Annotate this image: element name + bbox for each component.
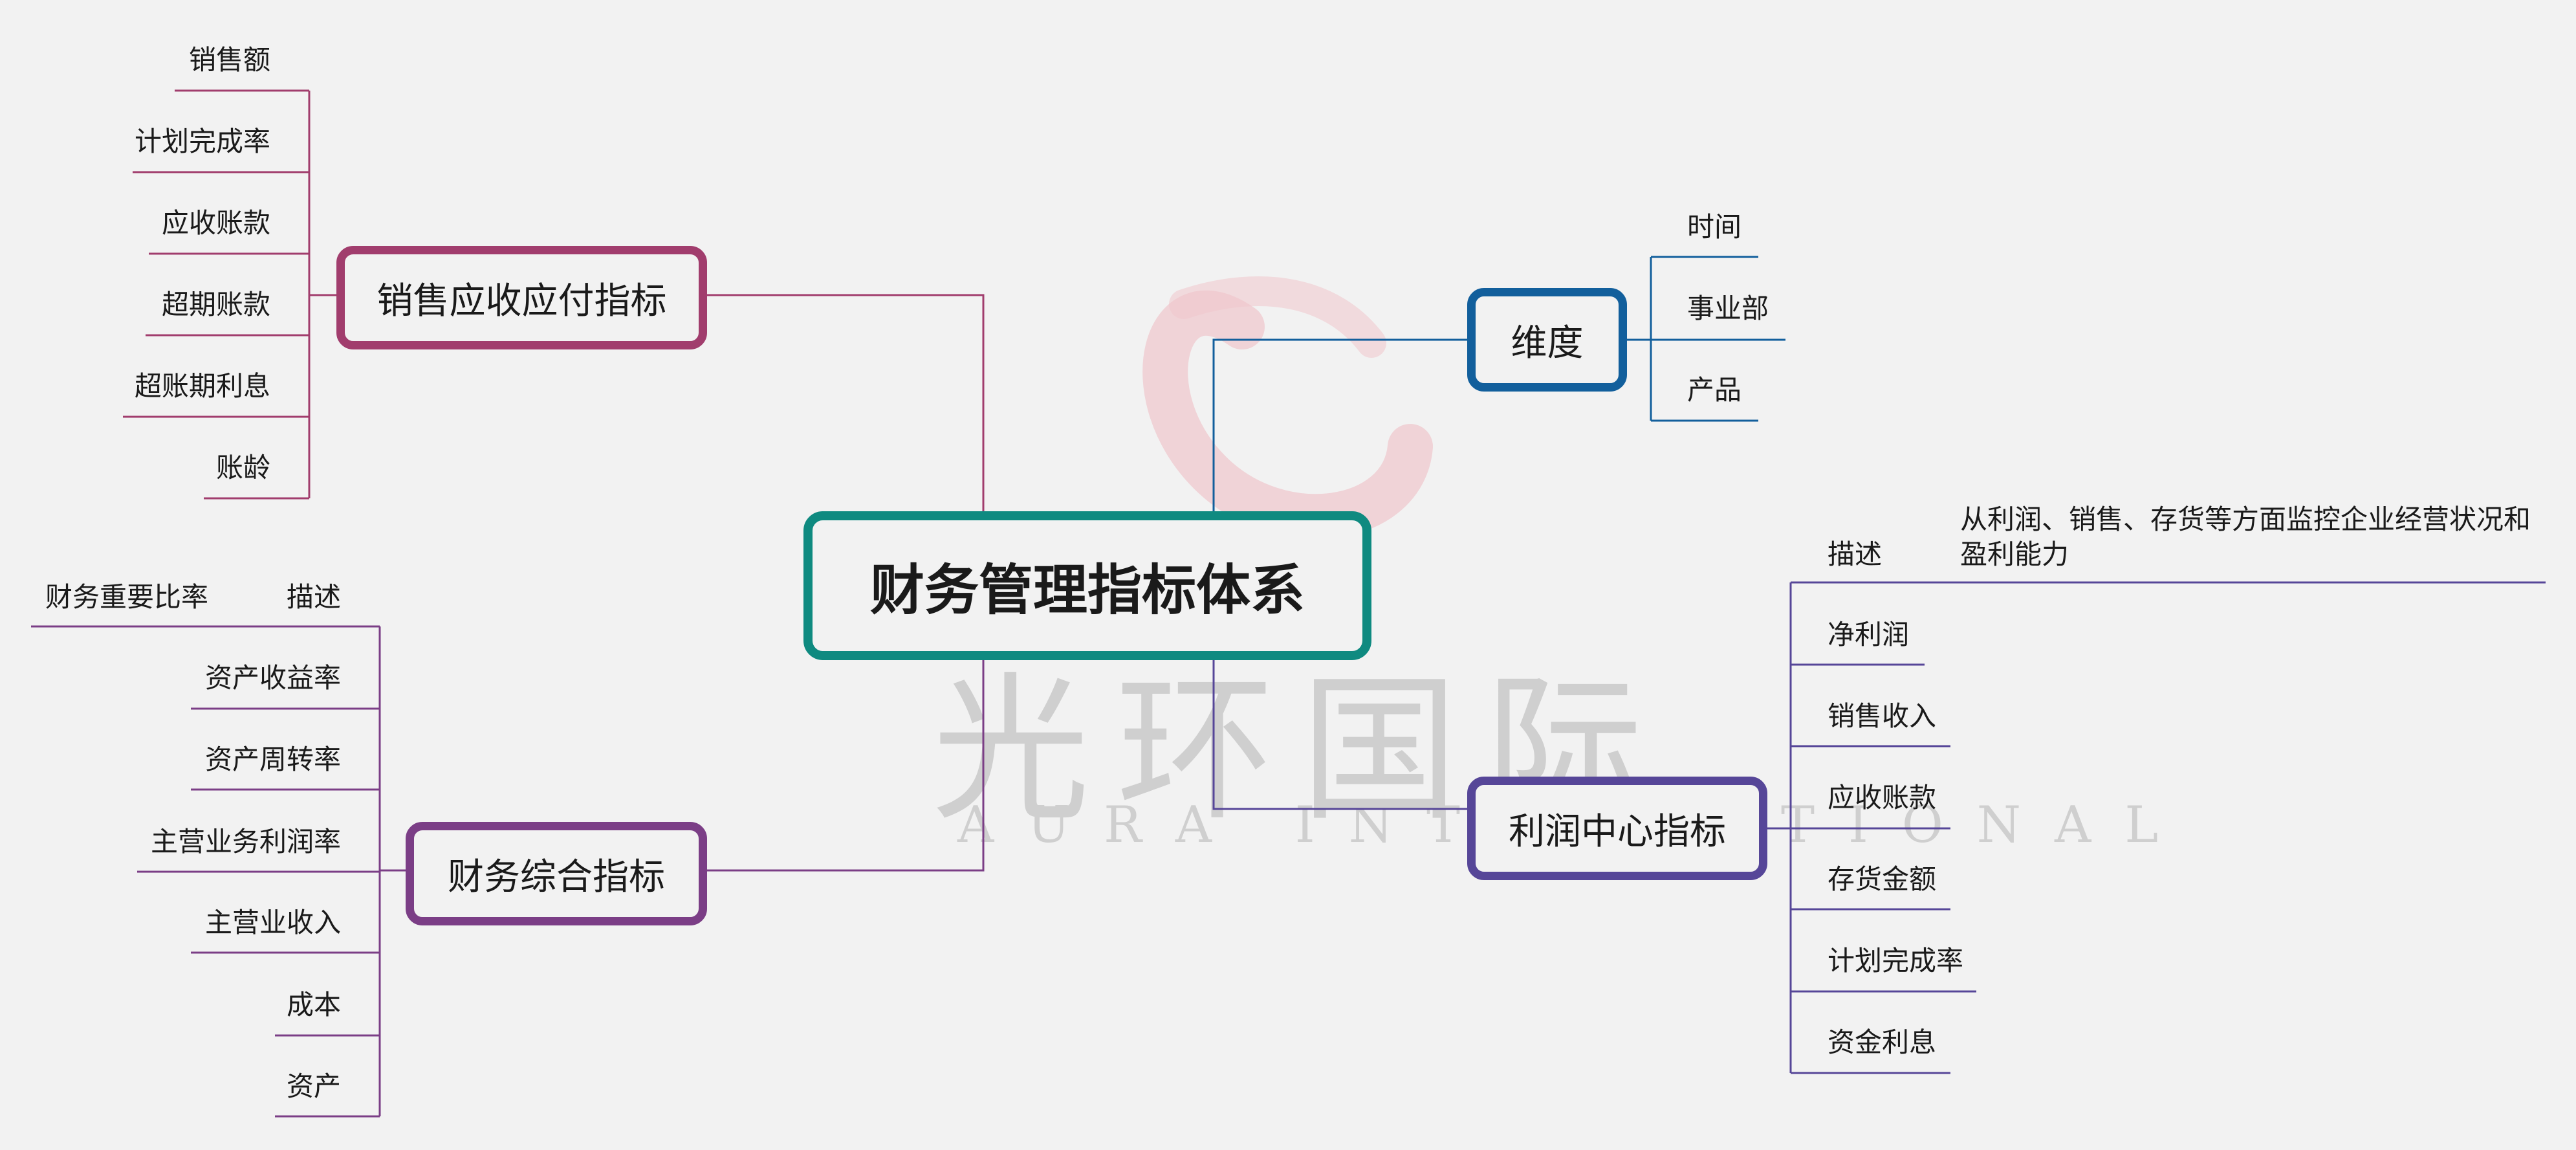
profit-item-net-profit: 净利润 [1828, 619, 1910, 650]
sales-item-aging: 账龄 [215, 452, 270, 483]
overall-item-cost: 成本 [286, 989, 341, 1021]
sales-item-overdue: 超期账款 [161, 289, 270, 320]
root-profit-connector [1212, 660, 1467, 810]
profit-node-label: 利润中心指标 [1509, 810, 1726, 853]
profit-item-plan-completion: 计划完成率 [1828, 945, 1964, 977]
profit-item-fund-interest: 资金利息 [1828, 1026, 1937, 1058]
dimension-node[interactable]: 维度 [1467, 288, 1627, 392]
overall-item-revenue: 主营业收入 [204, 907, 341, 938]
overall-item-asset-turnover: 资产周转率 [204, 744, 341, 775]
sales-item-receivables: 应收账款 [161, 207, 270, 239]
overall-node-label: 财务综合指标 [448, 856, 665, 898]
root-dimension-connector [1212, 338, 1467, 511]
root-left-connectors [707, 294, 985, 511]
overall-item-assets: 资产 [286, 1070, 341, 1102]
root-node-label: 财务管理指标体系 [869, 558, 1305, 622]
root-overall-connector [707, 660, 985, 872]
profit-desc-value-line2: 盈利能力 [1960, 538, 2069, 570]
profit-item-inventory: 存货金额 [1828, 863, 1937, 895]
profit-item-receivables: 应收账款 [1828, 782, 1937, 813]
overall-desc-value: 财务重要比率 [45, 581, 209, 613]
overall-desc-label: 描述 [286, 581, 341, 613]
sales-item-sales-amount: 销售额 [188, 44, 270, 76]
profit-desc-value-line1: 从利润、销售、存货等方面监控企业经营状况和 [1960, 503, 2531, 535]
root-node[interactable]: 财务管理指标体系 [803, 511, 1371, 660]
overall-node[interactable]: 财务综合指标 [406, 822, 707, 925]
profit-desc-label: 描述 [1828, 538, 1883, 570]
dimension-connectors [1627, 256, 1785, 422]
sales-node-label: 销售应收应付指标 [377, 280, 667, 322]
dimension-node-label: 维度 [1511, 322, 1584, 364]
overall-connectors [31, 625, 406, 1118]
sales-item-plan-completion: 计划完成率 [134, 126, 270, 157]
sales-connectors [123, 89, 336, 500]
profit-connectors [1767, 581, 2546, 1074]
profit-node[interactable]: 利润中心指标 [1467, 777, 1767, 880]
sales-node[interactable]: 销售应收应付指标 [336, 246, 707, 349]
sales-item-overdue-interest: 超账期利息 [134, 370, 270, 402]
profit-item-sales-revenue: 销售收入 [1828, 700, 1937, 732]
dimension-item-time: 时间 [1687, 211, 1742, 243]
overall-item-profit-margin: 主营业务利润率 [150, 826, 341, 857]
dimension-item-product: 产品 [1687, 374, 1742, 406]
dimension-item-division: 事业部 [1687, 293, 1769, 324]
overall-item-roa: 资产收益率 [204, 662, 341, 694]
